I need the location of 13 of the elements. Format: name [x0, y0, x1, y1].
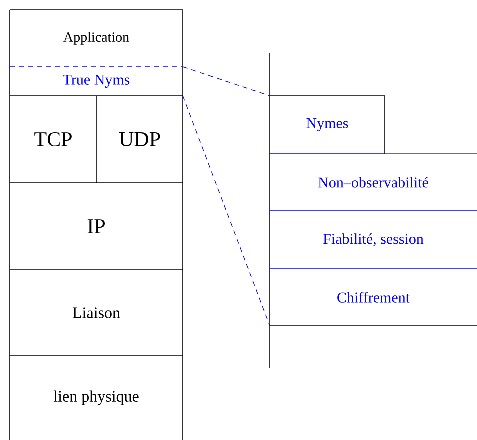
dashed-line: [182, 66, 270, 96]
layer-box: Application: [10, 10, 184, 68]
layer-box: Nymes: [270, 96, 386, 154]
layer-box: True Nyms: [10, 66, 184, 96]
layer-box: UDP: [96, 96, 184, 184]
layer-box: lien physique: [10, 356, 184, 440]
layer-box: Non–observabilité: [270, 154, 477, 188]
layer-box: TCP: [10, 96, 98, 184]
layer-box: Chiffrement: [270, 268, 477, 326]
layer-box: Fiabilité, session: [270, 210, 477, 246]
layer-box: IP: [10, 182, 184, 270]
layer-box: Liaison: [10, 270, 184, 356]
dashed-line: [182, 96, 270, 326]
